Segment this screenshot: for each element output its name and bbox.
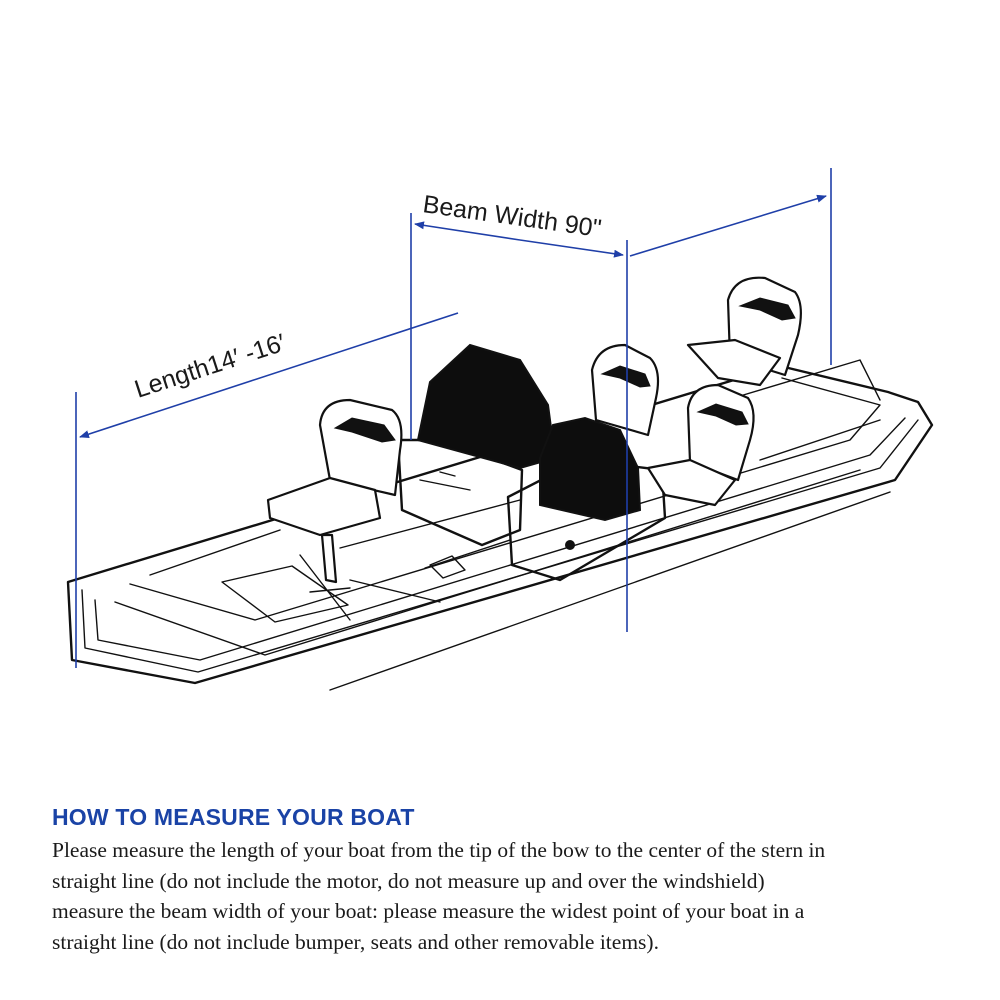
seat-rear-center: [646, 383, 755, 507]
instruction-line: measure the beam width of your boat: ple…: [52, 899, 805, 923]
length-dimension-line: [79, 312, 459, 438]
boat-hull: [66, 359, 934, 691]
beam-dimension-line-right: [519, 239, 624, 258]
instructions-heading: HOW TO MEASURE YOUR BOAT: [52, 804, 415, 830]
seat-rear-right: [686, 276, 802, 387]
instruction-line: straight line (do not include the motor,…: [52, 868, 765, 893]
instruction-line: Please measure the length of your boat f…: [52, 838, 826, 862]
beam-dimension-line-left: [414, 221, 521, 241]
beam-width-label: Beam Width 90": [421, 190, 603, 243]
length-dimension-line-right: [629, 194, 827, 257]
seat-front-left: [266, 398, 403, 593]
measurement-instructions: HOW TO MEASURE YOUR BOAT Please measure …: [52, 804, 972, 957]
boat-measurement-diagram: Beam Width 90" Length14′ -16′: [66, 168, 934, 691]
windshields: [416, 343, 642, 522]
seat-center: [590, 343, 660, 437]
instruction-line: straight line (do not include bumper, se…: [52, 929, 659, 954]
length-label: Length14′ -16′: [131, 329, 289, 404]
